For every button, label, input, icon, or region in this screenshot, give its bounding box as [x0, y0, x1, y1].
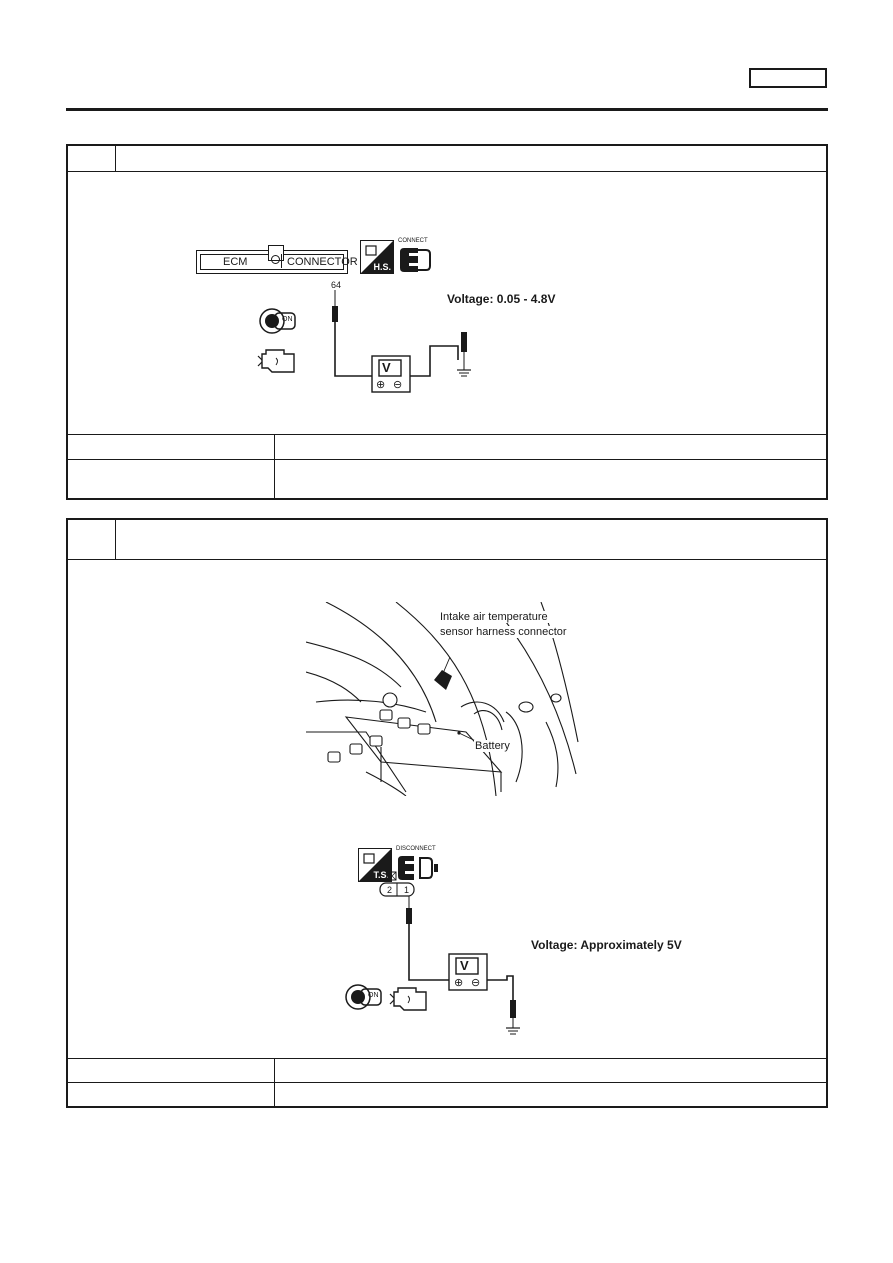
step-2-result-row-ng	[68, 1082, 826, 1106]
step-1-result-ok-cell	[68, 435, 275, 459]
step-2-title-bar	[68, 520, 826, 560]
key-on-text-step-2: ON	[368, 992, 379, 999]
step-2-box: Intake air temperature sensor harness co…	[66, 518, 828, 1108]
step-1-result-row-ng	[68, 459, 826, 498]
voltmeter-v-label-step-2: V	[460, 958, 469, 973]
step-2-check-figure: T.S. DISCONNECT 2 1	[274, 842, 694, 1035]
step-1-figure: ECM CONNECTOR H.S. CONNECT 64	[188, 234, 608, 393]
disconnect-plug-icon	[398, 856, 438, 880]
sensor-connector-face-icon	[379, 871, 415, 897]
engine-icon-step-2	[389, 987, 427, 1011]
voltmeter-circuit-step-2	[406, 896, 520, 1035]
connector-label-connector: CONNECTOR	[287, 256, 358, 268]
voltage-spec-step-2: Voltage: Approximately 5V	[531, 938, 682, 952]
hs-badge-text: H.S.	[373, 262, 391, 272]
ignition-key-on-icon-step-2	[345, 984, 382, 1010]
step-2-result-ng-cell	[68, 1083, 275, 1106]
ecm-connector-box: ECM CONNECTOR	[196, 245, 358, 274]
voltmeter-circuit	[332, 290, 471, 393]
step-1-result-ng-cell	[68, 460, 275, 498]
ts-badge-icon: T.S.	[358, 848, 392, 882]
step-1-result-row-ok	[68, 434, 826, 459]
connector-label-ecm: ECM	[223, 256, 248, 268]
callout-battery: Battery	[474, 740, 511, 752]
connector-pin-2: 2	[387, 885, 393, 895]
step-2-result-ok-cell	[68, 1059, 275, 1082]
disconnect-caption: DISCONNECT	[396, 846, 436, 852]
step-1-title-bar	[68, 146, 826, 172]
page-section-tag	[749, 68, 827, 88]
ignition-key-on-icon	[259, 308, 296, 334]
voltmeter-v-label: V	[382, 360, 391, 375]
pin-number-64: 64	[331, 280, 342, 290]
step-1-box: ECM CONNECTOR H.S. CONNECT 64	[66, 144, 828, 500]
hs-badge-icon: H.S.	[360, 240, 394, 274]
header-rule	[66, 108, 828, 111]
connect-caption: CONNECT	[398, 238, 428, 244]
voltmeter-plus-terminal-step-2: ⊕	[454, 977, 464, 989]
voltmeter-minus-terminal-step-2: ⊖	[471, 977, 481, 989]
step-2-result-row-ok	[68, 1058, 826, 1082]
voltmeter-minus-terminal: ⊖	[393, 379, 403, 391]
ts-badge-text: T.S.	[373, 870, 389, 880]
connect-plug-icon	[400, 248, 431, 272]
callout-intake-air-temp-connector-line-2: sensor harness connector	[439, 626, 568, 638]
key-on-text: ON	[282, 316, 293, 323]
voltmeter-plus-terminal: ⊕	[376, 379, 386, 391]
connector-pin-1: 1	[404, 885, 410, 895]
engine-bay-location-figure: Intake air temperature sensor harness co…	[306, 602, 586, 796]
step-2-number-cell	[68, 520, 116, 560]
callout-intake-air-temp-connector-line-1: Intake air temperature	[439, 611, 549, 623]
step-1-number-cell	[68, 146, 116, 172]
voltage-spec-step-1: Voltage: 0.05 - 4.8V	[447, 292, 556, 306]
engine-icon	[257, 349, 295, 373]
